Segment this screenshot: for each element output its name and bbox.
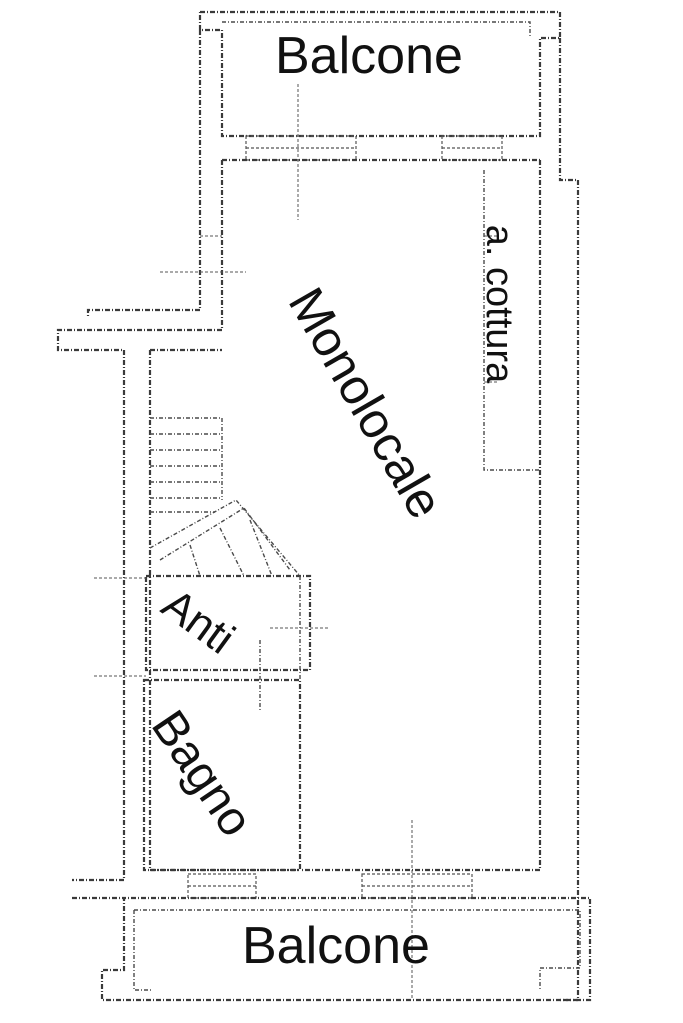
bagno-walls bbox=[142, 640, 302, 872]
room-label-cottura: a. cottura bbox=[478, 224, 521, 384]
room-label-balcone-bottom: Balcone bbox=[242, 917, 430, 975]
anti-walls bbox=[144, 574, 330, 680]
cooking-partition bbox=[483, 170, 540, 471]
dimension-lines bbox=[94, 84, 413, 1000]
window-top-right bbox=[441, 135, 503, 161]
window-bottom-right bbox=[361, 873, 473, 899]
room-label-balcone-top: Balcone bbox=[275, 27, 463, 85]
window-top-left bbox=[245, 135, 357, 161]
balcony-bottom-walls bbox=[72, 896, 592, 1002]
balcony-top-walls bbox=[198, 10, 562, 138]
outer-walls bbox=[56, 30, 580, 1002]
window-bottom-left bbox=[187, 873, 257, 899]
staircase bbox=[149, 417, 301, 577]
